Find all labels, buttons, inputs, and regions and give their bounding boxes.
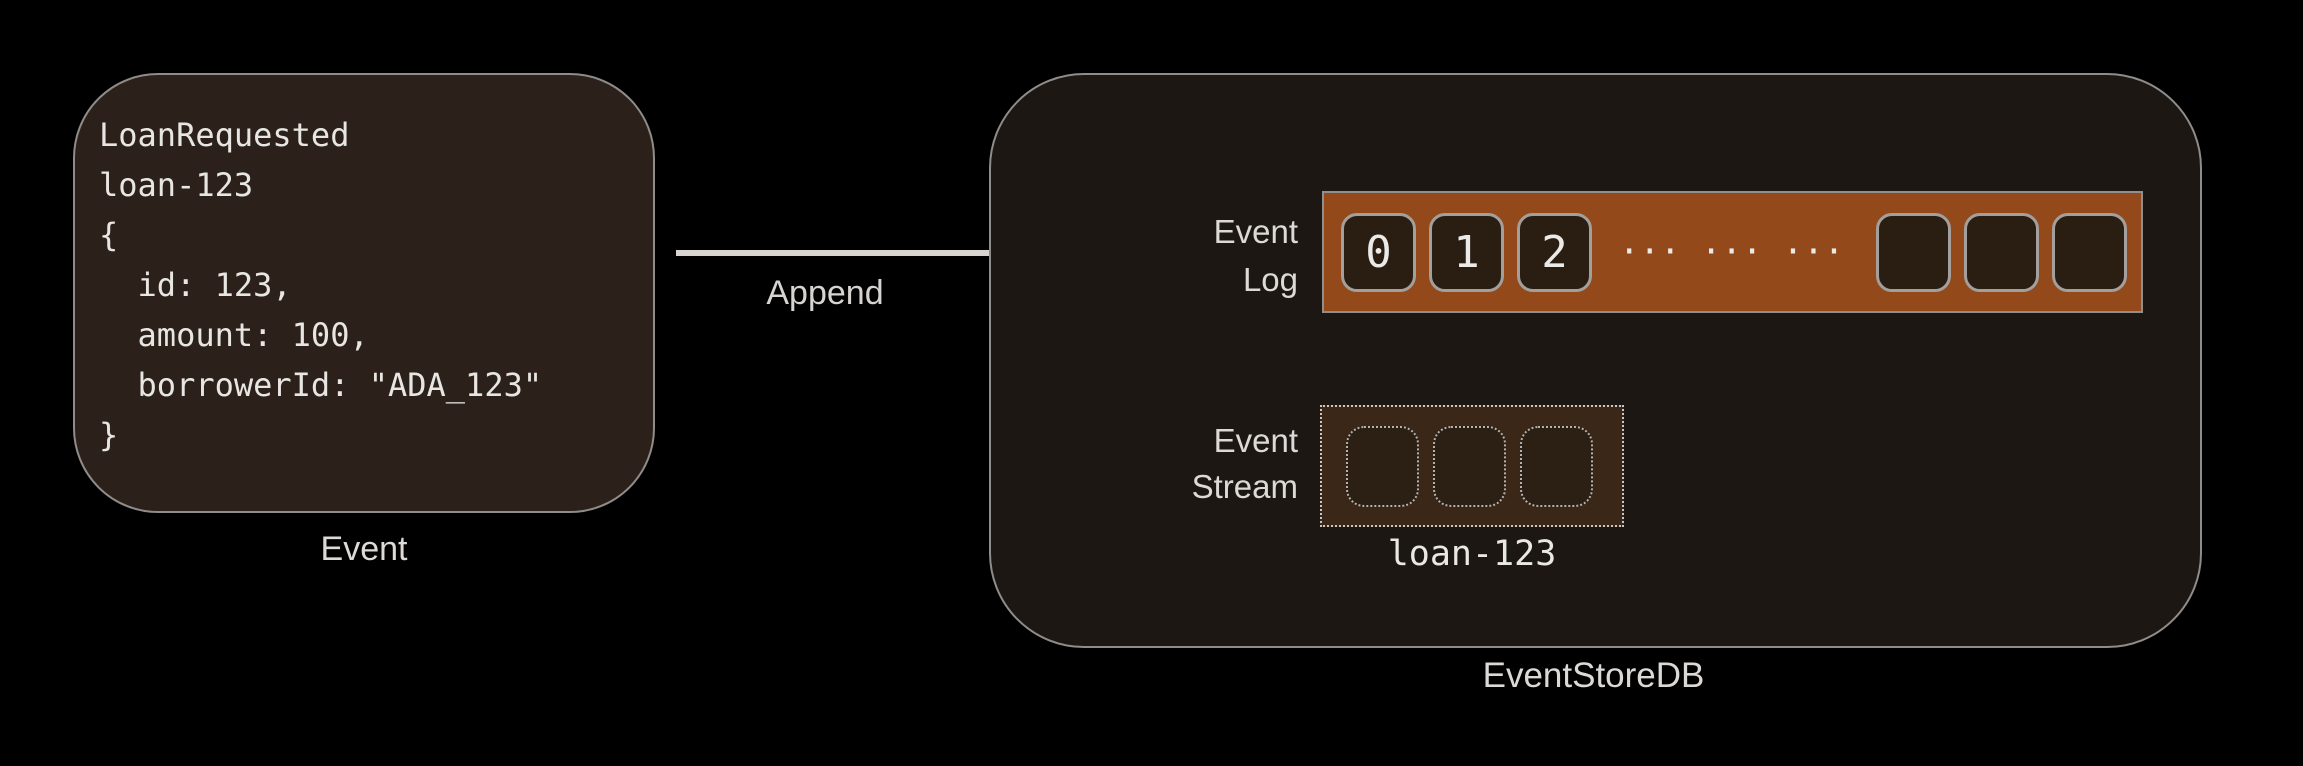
event-log-bar: 0 1 2 ··· ··· ···: [1322, 191, 2143, 313]
event-stream-label-line1: Event: [1213, 422, 1298, 459]
code-line: {: [99, 216, 119, 254]
event-log-empty-cell: [1876, 212, 1951, 292]
event-log-ellipsis: ··· ··· ···: [1619, 232, 1845, 272]
event-log-cell-2: 2: [1517, 212, 1592, 292]
event-stream-empty-cell: [1346, 425, 1419, 507]
eventstoredb-caption: EventStoreDB: [1482, 656, 1705, 695]
event-stream-box: [1320, 405, 1624, 527]
event-code-block: LoanRequested loan-123 { id: 123, amount: …: [99, 110, 542, 460]
event-log-empty-cell: [1964, 212, 2039, 292]
event-card: LoanRequested loan-123 { id: 123, amount: …: [73, 73, 655, 513]
event-stream-empty-cell: [1433, 425, 1506, 507]
code-line: LoanRequested: [99, 116, 350, 154]
event-log-label-line2: Log: [1242, 261, 1298, 298]
code-line: borrowerId: "ADA_123": [99, 366, 543, 404]
event-log-label: Event Log: [1060, 208, 1298, 304]
event-card-caption: Event: [320, 530, 408, 568]
event-stream-label: Event Stream: [1060, 418, 1298, 510]
append-arrow-label: Append: [766, 274, 884, 312]
code-line: id: 123,: [99, 266, 292, 304]
event-log-cell-1: 1: [1429, 212, 1504, 292]
code-line: }: [99, 416, 119, 454]
eventstoredb-container: [989, 73, 2202, 648]
event-stream-empty-cell: [1520, 425, 1593, 507]
event-stream-label-line2: Stream: [1191, 468, 1298, 505]
event-log-label-line1: Event: [1213, 213, 1298, 250]
code-line: loan-123: [99, 166, 254, 204]
event-log-cell-0: 0: [1341, 212, 1416, 292]
event-log-empty-cell: [2052, 212, 2127, 292]
event-stream-name: loan-123: [1387, 534, 1557, 574]
code-line: amount: 100,: [99, 316, 369, 354]
